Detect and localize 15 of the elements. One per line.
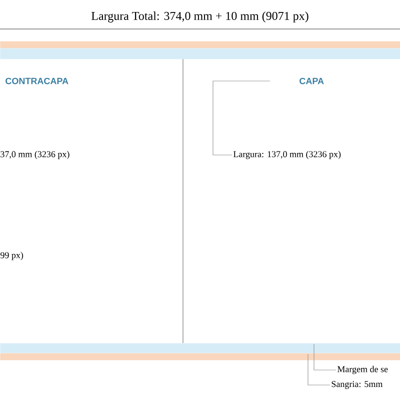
dimension-text: 99 px) [0,252,24,260]
callout-text: Sangria: 5mm [332,381,383,389]
panel-heading: CAPA [300,78,324,84]
title: Largura Total: 374,0 mm + 10 mm (9071 px) [92,12,308,22]
leader-line [308,354,330,386]
margin-band [0,48,400,60]
callout-text: Margem de se [337,366,388,374]
dimension-text: 37,0 mm (3236 px) [0,150,70,160]
bleed-band [0,353,400,360]
leader-line [212,80,270,156]
bleed-band [0,41,400,48]
panel-heading: CONTRACAPA [6,78,68,84]
margin-band [0,343,400,354]
leader-line [314,344,336,370]
callout-text: Largura: 137,0 mm (3236 px) [233,150,341,160]
